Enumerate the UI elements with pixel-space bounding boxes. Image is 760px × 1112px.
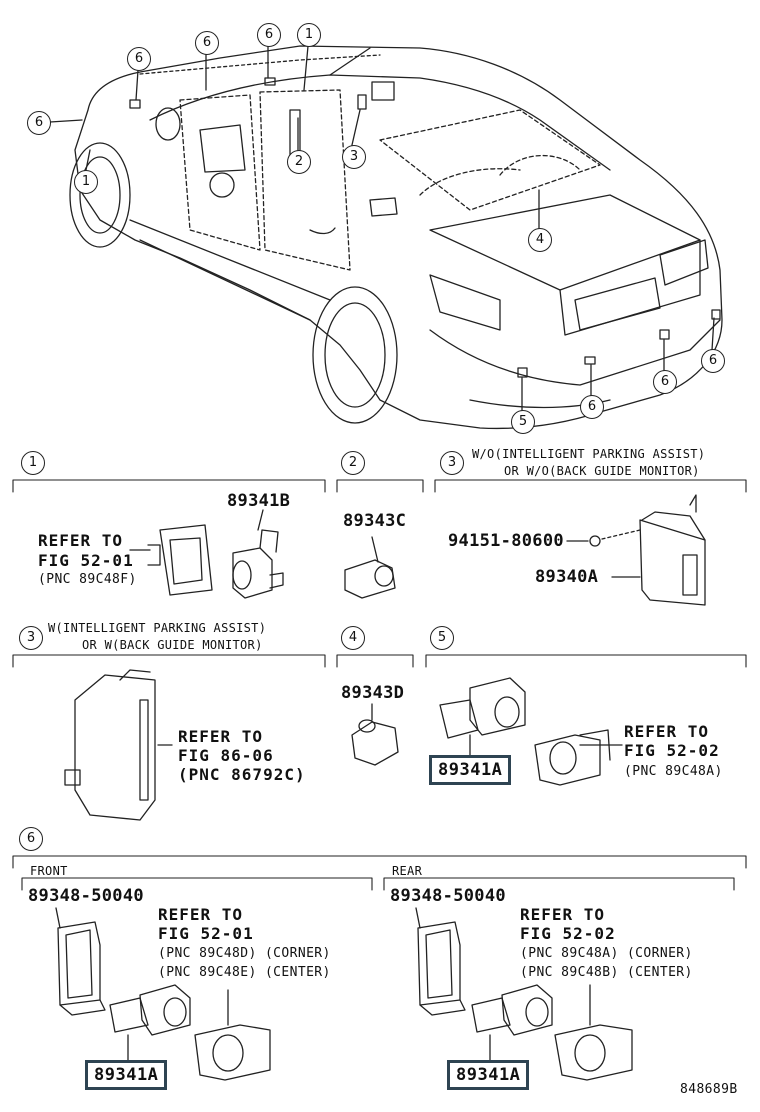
overview-callout-1a: 1 bbox=[297, 23, 321, 47]
section1-art bbox=[129, 509, 284, 599]
front-part-number-89341A-highlight: 89341A bbox=[85, 1060, 168, 1090]
section3b-title-line1: W(INTELLIGENT PARKING ASSIST) bbox=[48, 621, 267, 635]
part-number-89343D: 89343D bbox=[341, 683, 405, 703]
section3b-art bbox=[64, 669, 173, 821]
overview-callout-3: 3 bbox=[342, 145, 366, 169]
overview-callout-6a: 6 bbox=[127, 47, 151, 71]
section3b-badge: 3 bbox=[19, 626, 43, 650]
car-illustration bbox=[49, 45, 723, 430]
front-refer-line4: (PNC 89C48E) (CENTER) bbox=[158, 965, 331, 980]
rear-refer-line4: (PNC 89C48B) (CENTER) bbox=[520, 965, 693, 980]
front-refer-line2: FIG 52-01 bbox=[158, 924, 254, 943]
section3a-art bbox=[566, 494, 706, 606]
section2-art bbox=[344, 536, 396, 599]
section1-badge: 1 bbox=[21, 451, 45, 475]
section5-badge: 5 bbox=[430, 626, 454, 650]
rear-refer-line1: REFER TO bbox=[520, 905, 606, 924]
overview-callout-1b: 1 bbox=[74, 170, 98, 194]
part-number-89341B: 89341B bbox=[227, 491, 291, 511]
overview-callout-6f: 6 bbox=[653, 370, 677, 394]
overview-callout-6b: 6 bbox=[195, 31, 219, 55]
section5-refer-line2: FIG 52-02 bbox=[624, 741, 720, 760]
front-bracket-part-number: 89348-50040 bbox=[28, 886, 144, 906]
section4-art bbox=[351, 703, 399, 766]
part-number-89343C: 89343C bbox=[343, 511, 407, 531]
part-number-94151-80600: 94151-80600 bbox=[448, 531, 564, 551]
front-refer-line1: REFER TO bbox=[158, 905, 244, 924]
section3a-title-line1: W/O(INTELLIGENT PARKING ASSIST) bbox=[472, 447, 706, 461]
overview-callout-6e: 6 bbox=[580, 395, 604, 419]
section4-badge: 4 bbox=[341, 626, 365, 650]
section6-rear-art bbox=[415, 907, 633, 1081]
section6-rear-label: REAR bbox=[392, 864, 423, 878]
overview-callout-6g: 6 bbox=[701, 349, 725, 373]
overview-callout-2: 2 bbox=[287, 150, 311, 174]
section3a-title-line2: OR W/O(BACK GUIDE MONITOR) bbox=[504, 464, 700, 478]
section5-refer-line1: REFER TO bbox=[624, 722, 710, 741]
overview-callout-6c: 6 bbox=[257, 23, 281, 47]
section3a-badge: 3 bbox=[440, 451, 464, 475]
section1-refer-line1: REFER TO bbox=[38, 531, 124, 550]
overview-callout-5: 5 bbox=[511, 410, 535, 434]
rear-refer-line3: (PNC 89C48A) (CORNER) bbox=[520, 946, 693, 961]
section5-refer-line3: (PNC 89C48A) bbox=[624, 764, 723, 779]
section1-refer-line2: FIG 52-01 bbox=[38, 551, 134, 570]
overview-callout-4: 4 bbox=[528, 228, 552, 252]
section3b-refer-line2: FIG 86-06 bbox=[178, 746, 274, 765]
front-refer-line3: (PNC 89C48D) (CORNER) bbox=[158, 946, 331, 961]
section3b-refer-line1: REFER TO bbox=[178, 727, 264, 746]
rear-bracket-part-number: 89348-50040 bbox=[390, 886, 506, 906]
section3b-refer-line3: (PNC 86792C) bbox=[178, 765, 306, 784]
rear-refer-line2: FIG 52-02 bbox=[520, 924, 616, 943]
section6-front-art bbox=[55, 907, 271, 1081]
section6-front-label: FRONT bbox=[30, 864, 68, 878]
rear-part-number-89341A-highlight: 89341A bbox=[447, 1060, 530, 1090]
part-number-89340A: 89340A bbox=[535, 567, 599, 587]
part-number-89341A-highlight: 89341A bbox=[429, 755, 512, 785]
section6-badge: 6 bbox=[19, 827, 43, 851]
section5-art bbox=[439, 677, 623, 786]
section2-badge: 2 bbox=[341, 451, 365, 475]
section3b-title-line2: OR W(BACK GUIDE MONITOR) bbox=[82, 638, 263, 652]
overview-callout-6d: 6 bbox=[27, 111, 51, 135]
figure-id: 848689B bbox=[680, 1082, 738, 1097]
section1-refer-line3: (PNC 89C48F) bbox=[38, 572, 137, 587]
section-brackets bbox=[12, 479, 747, 891]
